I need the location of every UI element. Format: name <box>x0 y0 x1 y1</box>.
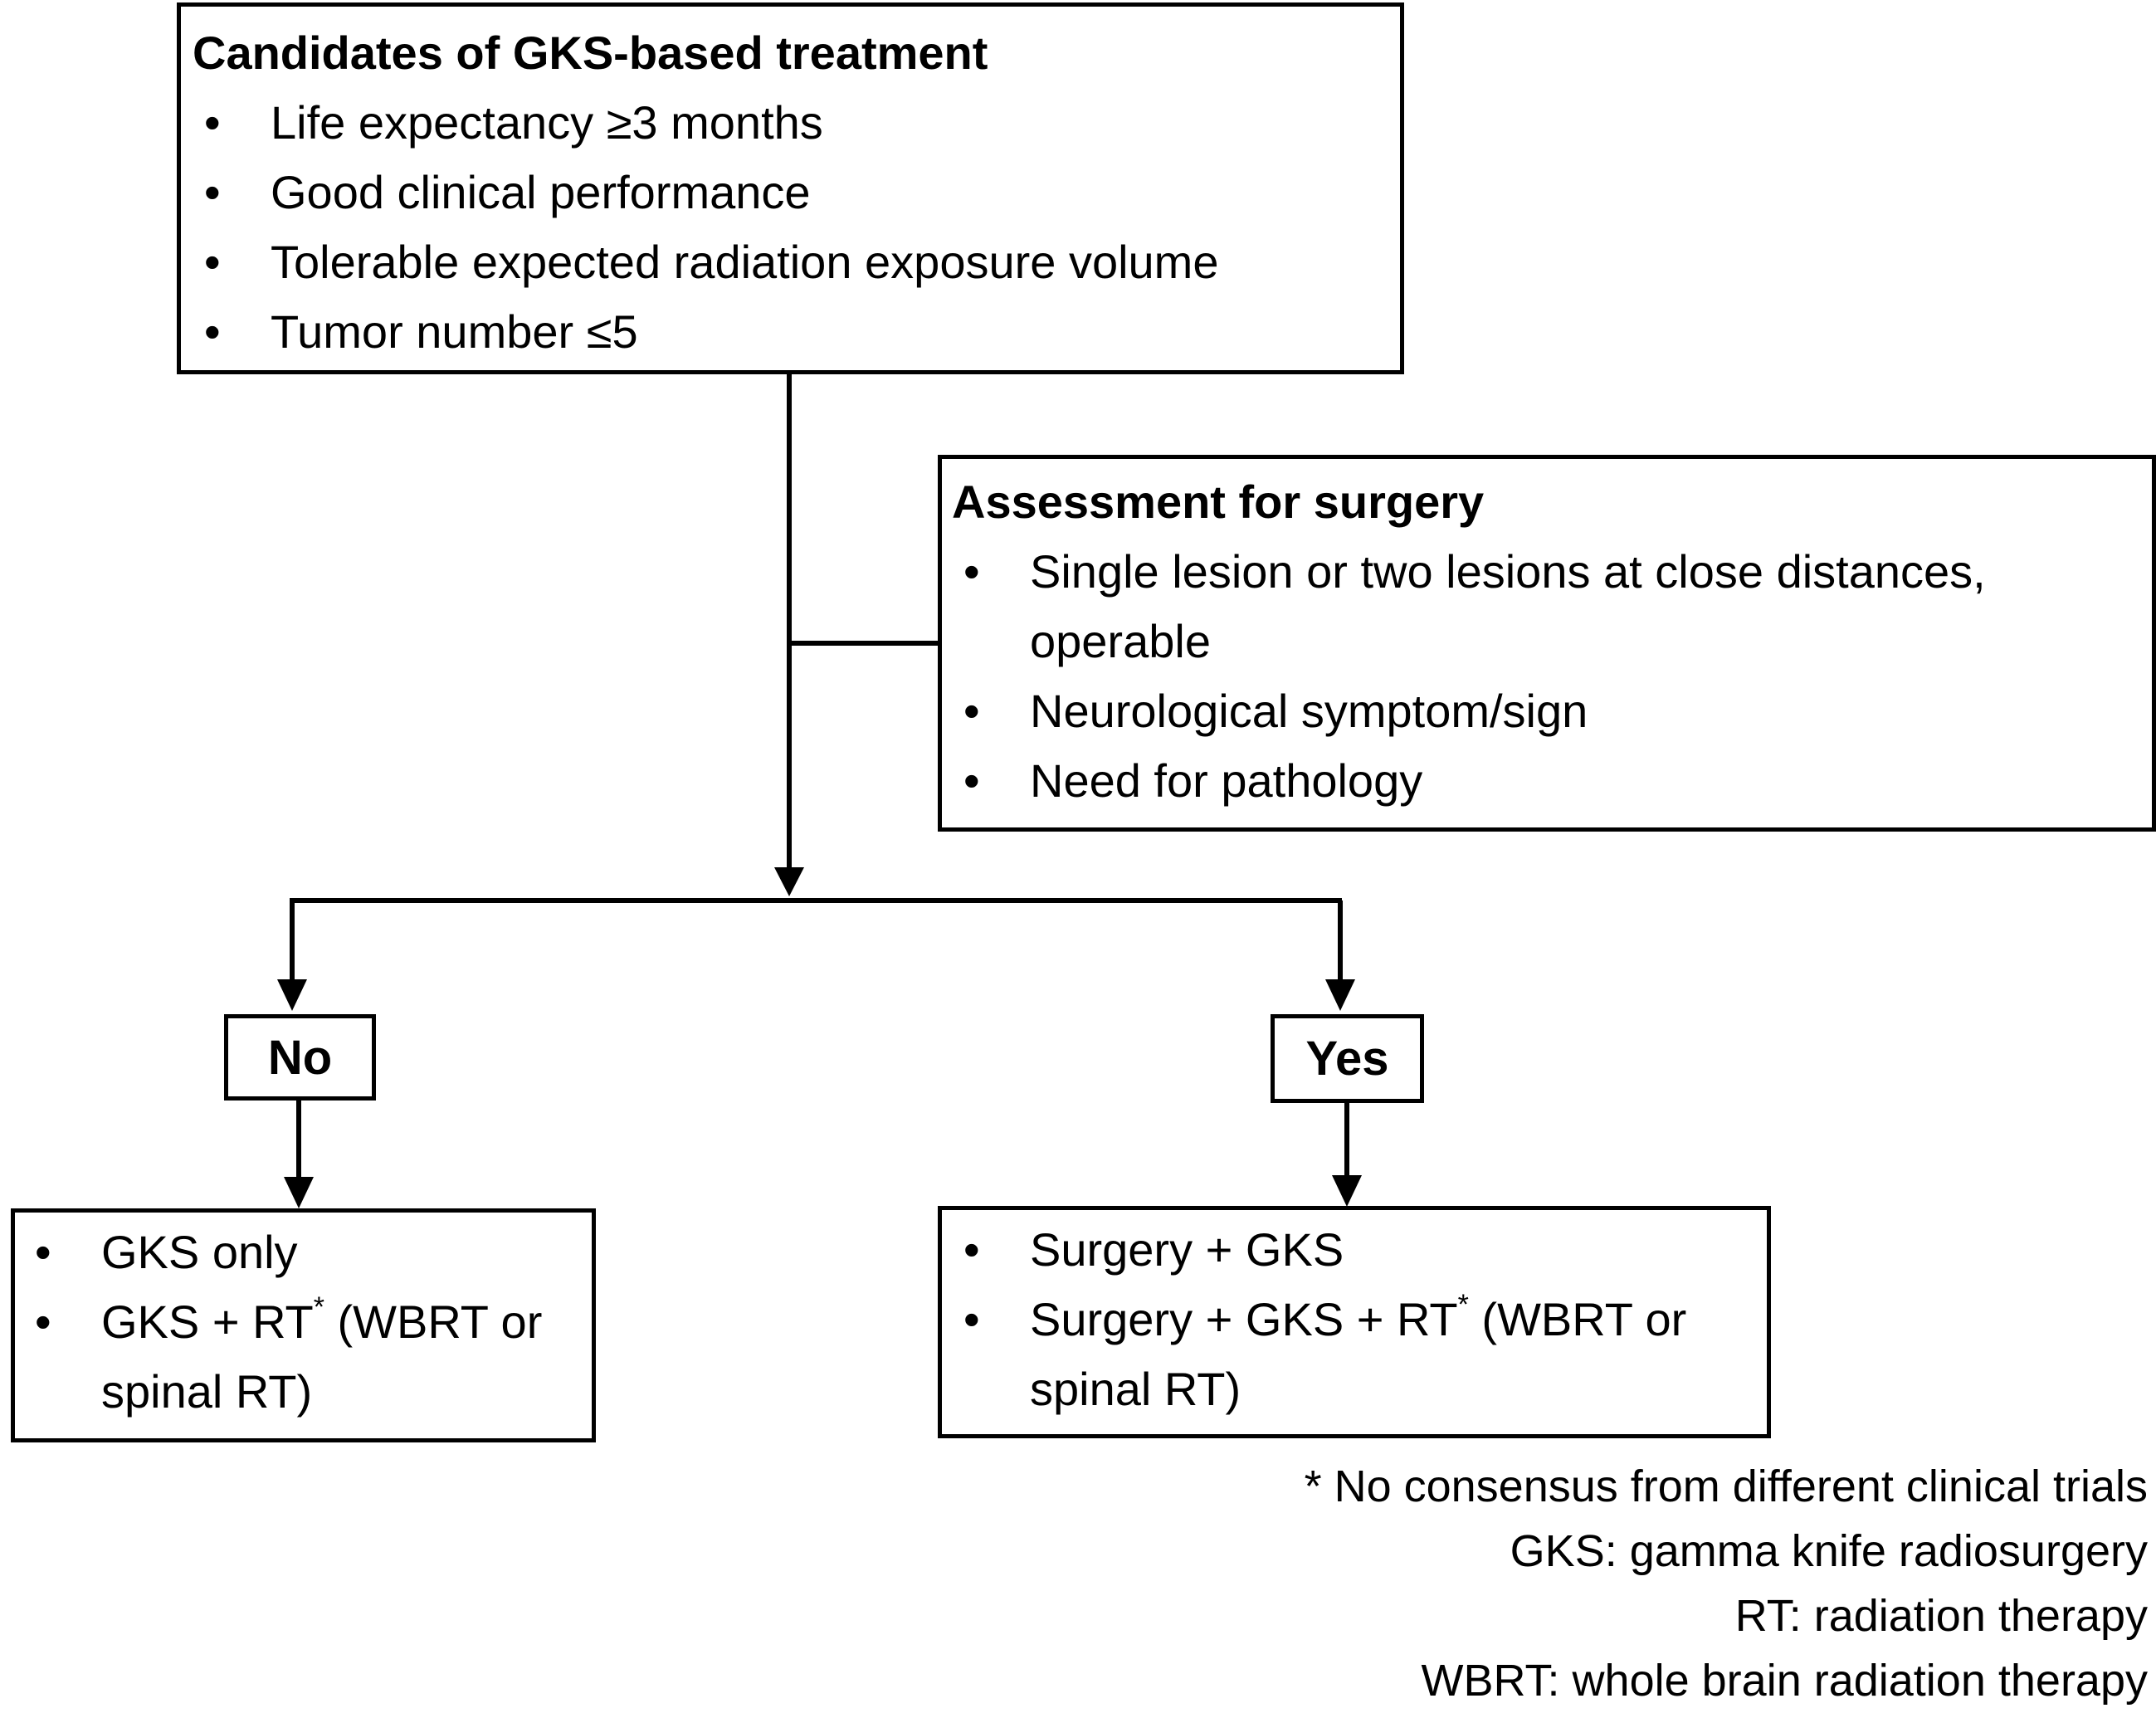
yes-option-surgery-gks: Surgery + GKS <box>1030 1223 1344 1276</box>
assessment-criterion: Neurological symptom/sign <box>952 676 2152 746</box>
legend-footnote: * No consensus from different clinical t… <box>1304 1462 2148 1511</box>
assessment-box: Assessment for surgery Single lesion or … <box>938 455 2156 832</box>
no-option-gks-rt-detail: (WBRT or <box>324 1296 543 1348</box>
candidate-criterion: Good clinical performance <box>193 158 1400 227</box>
no-outcome-option: GKS only <box>23 1218 592 1287</box>
yes-option-surgery-gks-rt-line2: spinal RT) <box>1030 1363 1241 1415</box>
asterisk-footnote-marker: * <box>313 1291 324 1324</box>
assessment-criterion: Need for pathology <box>952 746 2152 816</box>
no-outcome-option: GKS + RT* (WBRT or <box>23 1287 592 1357</box>
no-outcome-list: GKS only GKS + RT* (WBRT or spinal RT) <box>23 1218 592 1427</box>
main-arrowhead <box>774 867 804 896</box>
no-outcome-box: GKS only GKS + RT* (WBRT or spinal RT) <box>11 1208 596 1442</box>
yes-decision-box: Yes <box>1271 1014 1424 1103</box>
yes-option-surgery-gks-rt-detail: (WBRT or <box>1468 1293 1687 1345</box>
assessment-criterion: Single lesion or two lesions at close di… <box>952 537 2152 607</box>
candidate-criterion: Tumor number ≤5 <box>193 297 1400 367</box>
no-outcome-option-continuation: spinal RT) <box>23 1357 592 1427</box>
assessment-title: Assessment for surgery <box>952 476 1485 528</box>
no-outcome-arrowhead <box>284 1177 314 1208</box>
candidate-criterion: Life expectancy ≥3 months <box>193 88 1400 158</box>
no-label: No <box>267 1030 333 1085</box>
legend-abbreviation: GKS: gamma knife radiosurgery <box>1510 1526 2148 1576</box>
legend-abbreviation: RT: radiation therapy <box>1734 1591 2148 1641</box>
no-option-gks-rt: GKS + RT <box>101 1296 314 1348</box>
abbreviation-legend: * No consensus from different clinical t… <box>1305 1454 2148 1713</box>
legend-abbreviation: WBRT: whole brain radiation therapy <box>1421 1656 2148 1706</box>
no-decision-box: No <box>224 1014 376 1101</box>
assessment-criterion-continuation: operable <box>1030 615 1211 667</box>
candidate-criterion: Tolerable expected radiation exposure vo… <box>193 227 1400 297</box>
yes-option-surgery-gks-rt: Surgery + GKS + RT <box>1030 1293 1458 1345</box>
asterisk-footnote-marker: * <box>1457 1289 1469 1321</box>
yes-outcome-option: Surgery + GKS <box>952 1215 1767 1285</box>
no-option-gks-rt-line2: spinal RT) <box>101 1365 313 1418</box>
assessment-list: Single lesion or two lesions at close di… <box>952 537 2152 816</box>
yes-outcome-option-continuation: spinal RT) <box>952 1354 1767 1424</box>
candidates-title: Candidates of GKS-based treatment <box>193 27 988 79</box>
yes-outcome-option: Surgery + GKS + RT* (WBRT or <box>952 1285 1767 1354</box>
candidates-list: Life expectancy ≥3 months Good clinical … <box>193 88 1400 367</box>
yes-outcome-arrowhead <box>1332 1175 1362 1207</box>
yes-outcome-box: Surgery + GKS Surgery + GKS + RT* (WBRT … <box>938 1206 1771 1438</box>
no-option-gks-only: GKS only <box>101 1226 298 1278</box>
yes-label: Yes <box>1305 1032 1389 1086</box>
yes-branch-arrowhead <box>1325 979 1355 1011</box>
candidates-box: Candidates of GKS-based treatment Life e… <box>177 2 1404 374</box>
no-branch-arrowhead <box>277 979 307 1011</box>
yes-outcome-list: Surgery + GKS Surgery + GKS + RT* (WBRT … <box>952 1215 1767 1424</box>
